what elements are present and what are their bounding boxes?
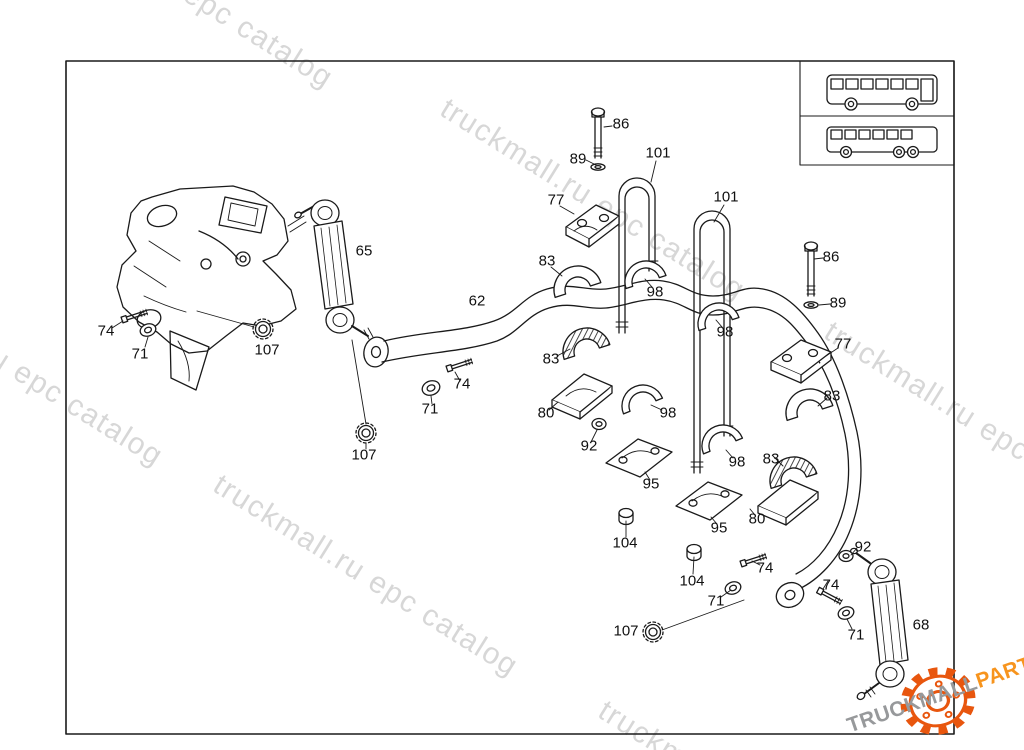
variant-box-2[interactable] [799,115,955,166]
part-label-68-35[interactable]: 68 [912,616,930,634]
part-label-80-20[interactable]: 80 [537,404,555,422]
gear-icon [900,667,976,735]
part-label-83-18[interactable]: 83 [823,387,841,405]
clamp-77-left [565,204,620,248]
bolt-74-a [120,308,149,324]
part-label-104-29[interactable]: 104 [612,534,638,552]
diagram-border [65,60,955,735]
shell-98-d [701,424,744,455]
variant-box-1[interactable] [799,60,955,117]
bushing-83-c [785,388,834,422]
part-label-77-3[interactable]: 77 [547,191,565,209]
nut-71-a [139,323,157,337]
bolt-86-top [590,107,606,159]
bracket-80-left [551,373,613,420]
bolt-74-b [445,357,474,373]
part-label-74-33[interactable]: 74 [822,576,840,594]
part-label-89-1[interactable]: 89 [569,150,587,168]
part-label-101-4[interactable]: 101 [713,188,739,206]
part-label-74-17[interactable]: 74 [453,375,471,393]
part-label-86-6[interactable]: 86 [822,248,840,266]
shell-98-b [697,302,740,332]
clamp-95-left [605,438,673,478]
part-label-98-12[interactable]: 98 [716,323,734,341]
part-label-74-31[interactable]: 74 [756,559,774,577]
shell-98-a [624,260,667,290]
part-label-107-14[interactable]: 107 [254,341,280,359]
part-label-107-23[interactable]: 107 [351,446,377,464]
bolt-86-right [803,241,819,297]
part-label-98-8[interactable]: 98 [646,283,664,301]
part-label-80-27[interactable]: 80 [748,510,766,528]
shell-98-c [621,384,664,415]
part-label-104-32[interactable]: 104 [679,572,705,590]
part-label-89-10[interactable]: 89 [829,294,847,312]
nut-107-b [355,422,377,444]
part-label-71-37[interactable]: 71 [847,626,865,644]
part-label-95-26[interactable]: 95 [642,475,660,493]
part-label-62-9[interactable]: 62 [468,292,486,310]
nut-107-a [252,318,274,340]
nut-107-c [642,621,664,643]
stabilizer-link-right [849,547,909,701]
part-label-65-5[interactable]: 65 [355,242,373,260]
washer-92-left [591,417,607,431]
truckmall-parts-logo: TRUCKMALLPARTS [840,645,1024,750]
part-label-98-21[interactable]: 98 [659,404,677,422]
part-label-83-16[interactable]: 83 [542,350,560,368]
nut-71-b [421,380,441,396]
washer-89-top [590,163,606,171]
washer-89-right [803,301,819,309]
part-label-86-0[interactable]: 86 [612,115,630,133]
bolt-74-d [815,586,843,606]
nut-71-d [837,606,855,620]
bracket-80-right [757,479,819,526]
bolt-74-c [739,552,768,568]
clamp-95-right [675,481,743,521]
bus-icon-2 [826,126,938,159]
part-label-107-36[interactable]: 107 [613,622,639,640]
bushing-83-b-hatched [562,327,611,361]
bus-icon-1 [826,74,938,111]
axle-bracket [116,185,307,391]
part-label-98-25[interactable]: 98 [728,453,746,471]
nut-104-left [618,507,634,526]
part-label-95-28[interactable]: 95 [710,519,728,537]
u-bolt-2 [690,210,734,474]
part-label-101-2[interactable]: 101 [645,144,671,162]
part-label-83-24[interactable]: 83 [762,450,780,468]
part-label-71-15[interactable]: 71 [131,345,149,363]
u-bolt-1 [615,177,659,334]
leader-lines [111,125,858,631]
part-label-71-34[interactable]: 71 [707,592,725,610]
stabilizer-link-left [294,199,374,340]
part-label-77-13[interactable]: 77 [834,335,852,353]
part-label-83-7[interactable]: 83 [538,252,556,270]
part-label-71-19[interactable]: 71 [421,400,439,418]
washer-92-right [838,549,854,563]
bushing-83-a [553,265,602,299]
part-label-74-11[interactable]: 74 [97,322,115,340]
part-label-92-22[interactable]: 92 [580,437,598,455]
part-label-92-30[interactable]: 92 [854,538,872,556]
stabilizer-bar [363,279,862,609]
clamp-77-right [770,339,832,384]
